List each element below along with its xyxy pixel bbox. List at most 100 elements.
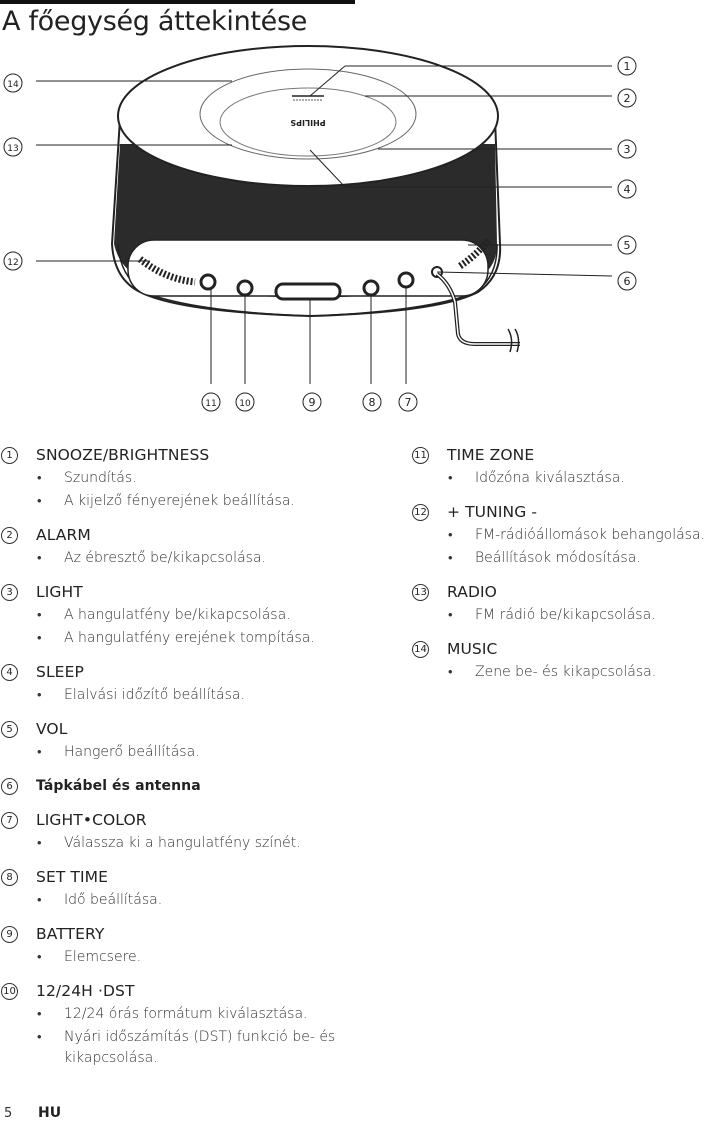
- callout-2: 2: [617, 88, 637, 108]
- entry-item: 9 BATTERY Elemcsere.: [0, 923, 340, 968]
- entry-heading: 9 BATTERY: [0, 923, 340, 945]
- bullet-item: Elalvási időzítő beállítása.: [0, 685, 340, 706]
- svg-text:13: 13: [7, 144, 18, 154]
- entry-number: 3: [1, 583, 18, 601]
- bullet-item: FM-rádióállomások behangolása.: [411, 525, 711, 546]
- entry-number: 1: [1, 446, 18, 464]
- bullet-item: Idő beállítása.: [0, 890, 340, 911]
- entry-item: 13RADIOFM rádió be/kikapcsolása.: [411, 581, 711, 626]
- bullet-list: Az ébresztő be/kikapcsolása.: [0, 548, 340, 569]
- entry-heading: 5 VOL: [0, 718, 340, 740]
- bullet-item: A kijelző fényerejének beállítása.: [0, 491, 340, 512]
- bullet-item: Időzóna kiválasztása.: [411, 468, 711, 489]
- svg-text:5: 5: [624, 239, 631, 252]
- entry-label: Tápkábel és antenna: [36, 778, 201, 794]
- svg-text:4: 4: [624, 183, 631, 196]
- entry-item: 7 LIGHT•COLOR Válassza ki a hangulatfény s…: [0, 809, 340, 854]
- entry-label: LIGHT•COLOR: [36, 811, 147, 829]
- svg-text:3: 3: [624, 143, 631, 156]
- entry-number: 5: [1, 720, 18, 738]
- entry-heading: 7 LIGHT•COLOR: [0, 809, 340, 831]
- entry-item: 3 LIGHT A hangulatfény be/kikapcsolása.A h…: [0, 581, 340, 649]
- bullet-item: Hangerő beállítása.: [0, 742, 340, 763]
- callout-10: 10: [235, 392, 255, 412]
- svg-text:12: 12: [7, 258, 18, 268]
- bullet-item: Nyári időszámítás (DST) funkció be- és k…: [0, 1027, 340, 1069]
- device-diagram: PHILIPS 1 2 3 4 5 6 7 8 9 10: [3, 45, 637, 412]
- bullet-list: FM-rádióállomások behangolása.Beállításo…: [411, 525, 711, 569]
- entry-number: 9: [1, 925, 18, 943]
- entry-item: 5 VOL Hangerő beállítása.: [0, 718, 340, 763]
- entry-label: MUSIC: [447, 640, 498, 658]
- entry-heading: 12+ TUNING -: [411, 501, 711, 523]
- bullet-list: Válassza ki a hangulatfény színét.: [0, 833, 340, 854]
- callout-5: 5: [617, 235, 637, 255]
- svg-text:1: 1: [624, 60, 631, 73]
- svg-text:6: 6: [624, 275, 631, 288]
- entry-item: 14 MUSIC Zene be- és kikapcsolása.: [411, 638, 711, 683]
- entry-label: LIGHT: [36, 583, 83, 601]
- bullet-item: Szundítás.: [0, 468, 340, 489]
- callout-8: 8: [362, 392, 382, 412]
- entry-number: 8: [1, 868, 18, 886]
- bullet-item: 12/24 órás formátum kiválasztása.: [0, 1004, 340, 1025]
- entry-label: SLEEP: [36, 663, 84, 681]
- entry-heading: 4 SLEEP: [0, 661, 340, 683]
- entry-item: 4 SLEEP Elalvási időzítő beállítása.: [0, 661, 340, 706]
- entry-number: 10: [1, 982, 18, 1000]
- bullet-item: Zene be- és kikapcsolása.: [411, 662, 711, 683]
- callout-9: 9: [302, 392, 322, 412]
- header-rule: [0, 0, 355, 4]
- entry-item: 2ALARMAz ébresztő be/kikapcsolása.: [0, 524, 340, 569]
- bullet-list: Elalvási időzítő beállítása.: [0, 685, 340, 706]
- svg-text:8: 8: [369, 396, 376, 409]
- callout-7: 7: [398, 392, 418, 412]
- language-code: HU: [38, 1105, 62, 1121]
- callout-12: 12: [3, 251, 23, 271]
- entry-label: + TUNING -: [447, 503, 538, 521]
- entry-label: VOL: [36, 720, 68, 738]
- page-number: 5: [4, 1106, 13, 1121]
- entry-number: 13: [412, 583, 429, 601]
- callout-13: 13: [3, 137, 23, 157]
- entry-heading: 3 LIGHT: [0, 581, 340, 603]
- bullet-list: A hangulatfény be/kikapcsolása.A hangula…: [0, 605, 340, 649]
- entry-number: 4: [1, 663, 18, 681]
- entry-number: 7: [1, 811, 18, 829]
- svg-text:7: 7: [405, 396, 412, 409]
- entry-number: 11: [412, 446, 429, 464]
- callout-11: 11: [201, 392, 221, 412]
- entry-label: BATTERY: [36, 925, 105, 943]
- bullet-list: FM rádió be/kikapcsolása.: [411, 605, 711, 626]
- entry-item: 12+ TUNING -FM-rádióállomások behangolás…: [411, 501, 711, 569]
- svg-text:10: 10: [239, 399, 251, 409]
- callout-3: 3: [617, 139, 637, 159]
- bullet-item: A hangulatfény erejének tompítása.: [0, 628, 340, 649]
- device-logo: PHILIPS: [290, 118, 325, 127]
- bullet-list: Idő beállítása.: [0, 890, 340, 911]
- bullet-list: Zene be- és kikapcsolása.: [411, 662, 711, 683]
- bullet-list: Időzóna kiválasztása.: [411, 468, 711, 489]
- bullet-list: Szundítás.A kijelző fényerejének beállít…: [0, 468, 340, 512]
- bullet-item: A hangulatfény be/kikapcsolása.: [0, 605, 340, 626]
- bullet-item: Elemcsere.: [0, 947, 340, 968]
- entry-number: 14: [412, 640, 429, 658]
- svg-text:2: 2: [624, 92, 631, 105]
- entry-label: ALARM: [36, 526, 91, 544]
- callout-4: 4: [617, 179, 637, 199]
- page-title: A főegység áttekintése: [2, 6, 308, 37]
- callout-6: 6: [617, 271, 637, 291]
